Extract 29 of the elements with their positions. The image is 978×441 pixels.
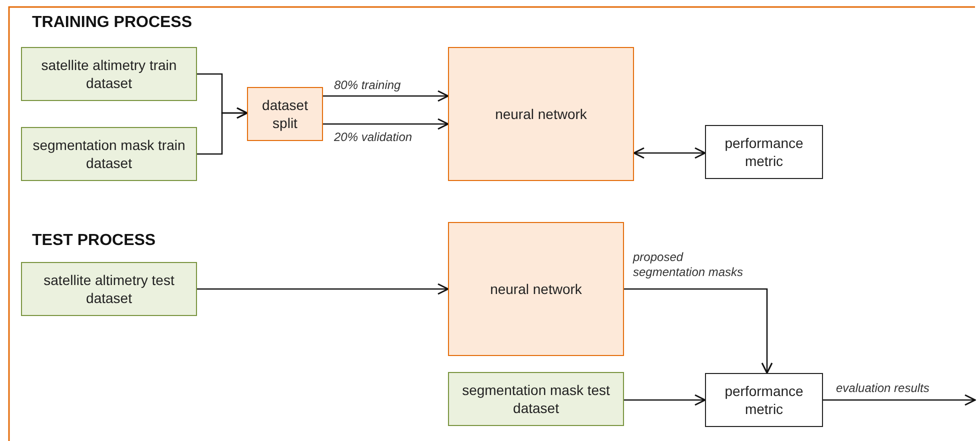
dataset-box [21, 47, 197, 101]
metric-box [705, 373, 823, 427]
node-label: neural network [494, 104, 588, 124]
node-label: neural network [489, 280, 583, 298]
node-label: performance metric [724, 134, 804, 170]
dataset-box [21, 262, 197, 316]
arrow [823, 394, 976, 406]
arrow [633, 147, 706, 159]
arrow [323, 118, 449, 130]
node-label: performance metric [724, 382, 804, 418]
arrow [197, 283, 449, 295]
model-box [448, 47, 634, 181]
node-label: satellite altimetry train dataset [40, 56, 178, 92]
node-label: dataset split [261, 96, 309, 132]
arrow [624, 394, 706, 406]
section-heading: TEST PROCESS [32, 232, 156, 250]
node-label: segmentation mask test dataset [461, 380, 611, 418]
dataset-box [448, 372, 624, 426]
edge-label: 80% training [333, 78, 402, 93]
process-box [247, 87, 323, 141]
model-box [448, 222, 624, 356]
arrow [624, 288, 773, 374]
section-heading: TRAINING PROCESS [32, 14, 192, 32]
metric-box [705, 125, 823, 179]
arrow [323, 90, 449, 102]
node-label: segmentation mask train dataset [32, 136, 186, 172]
arrow [197, 107, 248, 155]
node-label: satellite altimetry test dataset [42, 270, 176, 308]
dataset-box [21, 127, 197, 181]
